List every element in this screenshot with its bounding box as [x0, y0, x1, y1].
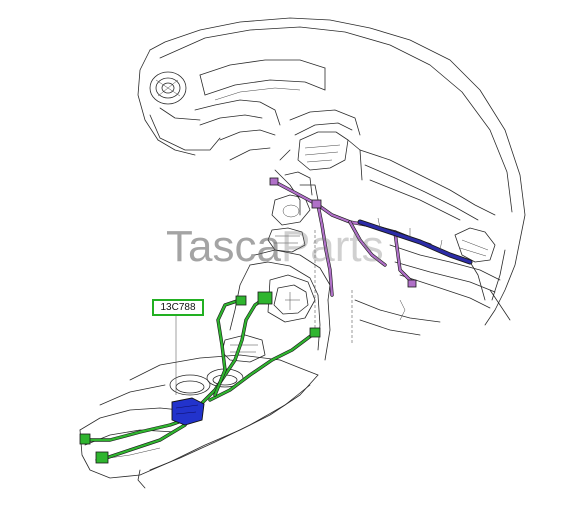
- center-console: [79, 230, 353, 489]
- dashboard-outline: [137, 17, 526, 336]
- control-module: [171, 397, 205, 426]
- dash-harness-bar: [357, 217, 473, 265]
- part-number-label: 13C788: [160, 302, 196, 313]
- part-number-callout: 13C788: [152, 299, 204, 316]
- main-harness: [79, 291, 321, 464]
